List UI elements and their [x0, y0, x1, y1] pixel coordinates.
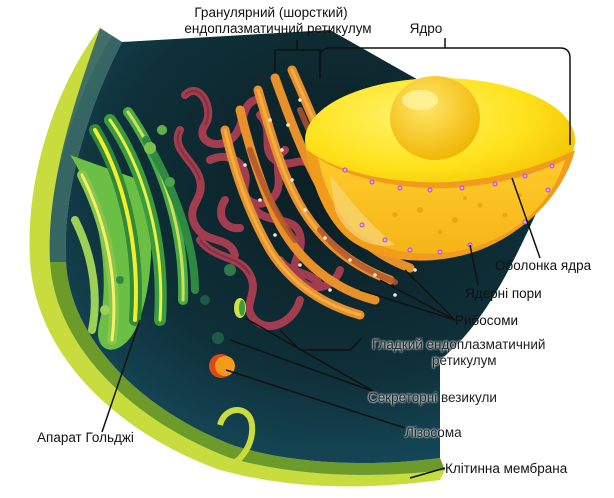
smooth-er-label-line2: ретикулум	[432, 353, 497, 368]
rough-er-label-line2: ендоплазматичний ретикулум	[184, 21, 372, 36]
membrane-fold	[217, 407, 256, 465]
cell-membrane-label: Клітинна мембрана	[445, 461, 568, 476]
nucleus	[305, 76, 575, 261]
nuclear-pores	[342, 163, 555, 255]
secretory-vesicles	[200, 264, 246, 344]
lysosome	[209, 354, 235, 378]
nucleoplasm	[318, 158, 565, 254]
secretory-vesicles-label: Секреторні везикули	[368, 390, 497, 405]
lysosome-label: Лізосома	[405, 425, 462, 440]
leader-lines	[101, 38, 571, 479]
golgi-apparatus	[70, 107, 199, 350]
nucleolus	[390, 76, 480, 160]
golgi-label: Апарат Гольджі	[37, 430, 134, 445]
nuclear-pores-label: Ядерні пори	[465, 286, 542, 301]
rough-er-label-line1: Гранулярний (шорсткий)	[194, 5, 348, 20]
nucleus-label: Ядро	[409, 21, 443, 36]
nuclear-envelope-label: Оболонка ядра	[495, 258, 592, 273]
ribosomes-label: Рибосоми	[455, 313, 519, 328]
smooth-er-label-line1: Гладкий ендоплазматичний	[372, 337, 546, 352]
